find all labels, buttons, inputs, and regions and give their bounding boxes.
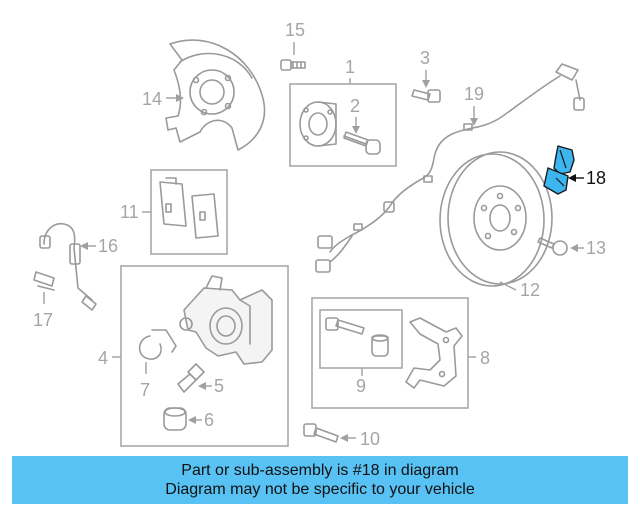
svg-text:3: 3: [420, 48, 430, 68]
part-8-caliper-carrier[interactable]: [405, 317, 463, 389]
svg-text:18: 18: [586, 168, 606, 188]
part-9-box: [319, 309, 403, 369]
part-8-box: [311, 297, 469, 409]
callout-2: 2: [350, 96, 360, 134]
callout-9: 9: [356, 368, 366, 396]
svg-text:13: 13: [586, 238, 606, 258]
callout-19: 19: [464, 84, 484, 126]
svg-text:7: 7: [140, 380, 150, 400]
part-5-bleeder-screw[interactable]: [177, 363, 205, 393]
callout-12: 12: [499, 280, 540, 300]
part-6-bushing[interactable]: [163, 407, 187, 431]
part-13-screw[interactable]: [537, 237, 568, 256]
svg-text:15: 15: [285, 20, 305, 40]
callout-17: 17: [33, 292, 53, 330]
svg-text:11: 11: [120, 202, 139, 222]
callout-1: 1: [345, 57, 355, 84]
info-banner: Part or sub-assembly is #18 in diagram D…: [12, 456, 628, 504]
part-1-wheel-hub[interactable]: [299, 101, 337, 147]
callout-7: 7: [140, 362, 150, 400]
callout-10: 10: [340, 429, 380, 449]
svg-text:8: 8: [480, 348, 490, 368]
part-11-brake-pads[interactable]: [159, 177, 219, 239]
part-12-brake-disc[interactable]: [439, 151, 553, 287]
svg-text:2: 2: [350, 96, 360, 116]
part-17-clip[interactable]: [33, 271, 55, 291]
part-16-brake-hose[interactable]: [39, 222, 97, 311]
part-2-hub-bolt[interactable]: [343, 131, 381, 155]
callout-6: 6: [188, 410, 214, 430]
part-15-bolt[interactable]: [280, 59, 306, 71]
part-4-brake-caliper[interactable]: [179, 275, 273, 365]
callout-5: 5: [198, 376, 224, 396]
svg-text:19: 19: [464, 84, 484, 104]
part-4-box: [120, 265, 289, 447]
part-18-abs-sensor-highlighted[interactable]: [543, 145, 575, 195]
callout-4: 4: [98, 348, 121, 368]
svg-text:1: 1: [345, 57, 355, 77]
svg-text:14: 14: [142, 89, 162, 109]
callout-13: 13: [570, 238, 606, 258]
callout-3: 3: [420, 48, 430, 88]
callout-14: 14: [142, 89, 184, 109]
banner-line-1: Part or sub-assembly is #18 in diagram: [181, 462, 459, 479]
callout-11: 11: [120, 202, 151, 222]
banner-line-2: Diagram may not be specific to your vehi…: [165, 481, 475, 498]
callout-18: 18: [568, 168, 606, 188]
part-9-guide-pin-kit[interactable]: [325, 317, 389, 357]
svg-text:16: 16: [98, 236, 118, 256]
callout-15: 15: [285, 20, 305, 55]
part-1-box: [289, 83, 397, 167]
part-3-bolt[interactable]: [411, 89, 441, 103]
callout-16: 16: [80, 236, 118, 256]
svg-text:12: 12: [520, 280, 540, 300]
svg-text:10: 10: [360, 429, 380, 449]
part-14-dust-shield[interactable]: [165, 39, 266, 151]
part-10-bolt[interactable]: [303, 423, 339, 443]
part-19-sensor-harness[interactable]: [315, 63, 585, 273]
svg-text:5: 5: [214, 376, 224, 396]
svg-text:4: 4: [98, 348, 108, 368]
part-7-spring-clip[interactable]: [138, 329, 177, 360]
svg-text:17: 17: [33, 310, 53, 330]
svg-text:9: 9: [356, 376, 366, 396]
svg-text:6: 6: [204, 410, 214, 430]
callout-8: 8: [468, 348, 490, 368]
